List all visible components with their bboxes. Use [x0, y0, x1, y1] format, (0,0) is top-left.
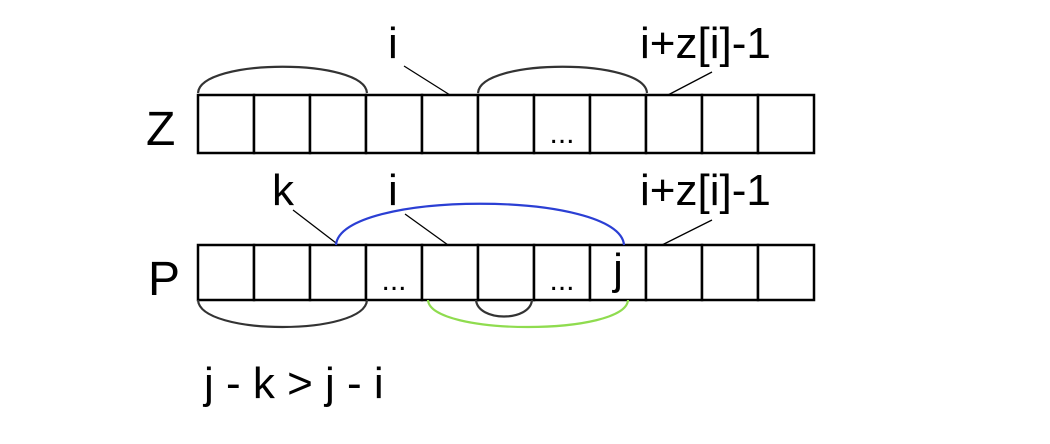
- p-cell-text: ...: [381, 264, 406, 297]
- p-pointer-i: [404, 213, 449, 246]
- p-label-k: k: [272, 166, 295, 215]
- z-cell: [196, 93, 256, 155]
- z-cell-text: ...: [549, 117, 574, 150]
- p-cell-text: ...: [549, 264, 574, 297]
- p-cell: [196, 243, 256, 302]
- p-cell: [700, 243, 760, 302]
- p-cell: [308, 243, 368, 302]
- z-cell: [420, 93, 480, 155]
- p-small-inner-arc: [474, 299, 534, 318]
- p-pointer-k: [292, 209, 337, 244]
- p-cell: [532, 243, 592, 302]
- p-green-arc: [426, 299, 630, 329]
- z-cell: [532, 93, 592, 155]
- p-cell: [644, 243, 704, 302]
- p-cell: [476, 243, 536, 302]
- p-bottom-left-bracket-arc: [196, 299, 369, 329]
- p-cell: [252, 243, 312, 302]
- p-cell: [756, 243, 816, 302]
- z-pointer-i: [403, 65, 451, 96]
- z-cell: [644, 93, 704, 155]
- z-label-i: i: [388, 19, 398, 68]
- z-cell: [476, 93, 536, 155]
- z-cell: [308, 93, 368, 155]
- z-right-bracket-arc: [476, 65, 649, 94]
- z-cell: [252, 93, 312, 155]
- p-cell-text: j: [611, 245, 623, 294]
- z-pointer-end: [667, 71, 713, 96]
- p-cell: [420, 243, 480, 302]
- p-blue-arc: [334, 202, 626, 246]
- z-array: ...: [196, 93, 816, 155]
- inequality-text: j - k > j - i: [202, 359, 384, 408]
- p-label-i: i: [388, 166, 398, 215]
- p-cell: [364, 243, 424, 302]
- p-pointer-end: [661, 219, 713, 246]
- z-cell: [588, 93, 648, 155]
- z-cell: [700, 93, 760, 155]
- z-cell: [756, 93, 816, 155]
- z-left-bracket-arc: [196, 65, 369, 94]
- p-array: ...... j: [196, 243, 816, 302]
- z-cell: [364, 93, 424, 155]
- p-row-label: P: [148, 253, 180, 306]
- z-row-label: Z: [146, 103, 175, 156]
- p-label-end: i+z[i]-1: [640, 166, 771, 215]
- z-label-end: i+z[i]-1: [640, 19, 771, 68]
